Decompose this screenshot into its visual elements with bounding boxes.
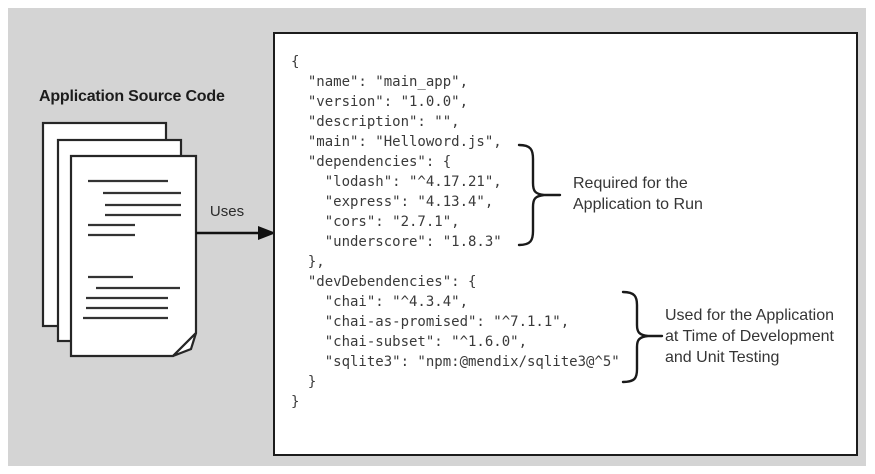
code-line: "main": "Helloword.js", <box>291 134 502 150</box>
code-line: "lodash": "^4.17.21", <box>291 174 502 190</box>
code-line: "chai-subset": "^1.6.0", <box>291 334 528 350</box>
code-line: "version": "1.0.0", <box>291 94 469 110</box>
code-line: "chai-as-promised": "^7.1.1", <box>291 314 570 330</box>
code-line: "cors": "2.7.1", <box>291 214 460 230</box>
uses-arrow-icon <box>196 226 276 240</box>
code-line: } <box>291 374 317 390</box>
document-stack-icon <box>41 121 198 358</box>
code-line: "underscore": "1.8.3" <box>291 234 502 250</box>
dependencies-brace-icon <box>517 143 562 247</box>
code-line: }, <box>291 254 325 270</box>
code-line: { <box>291 54 300 70</box>
annotation-line: Application to Run <box>573 196 703 213</box>
code-line: "sqlite3": "npm:@mendix/sqlite3@^5" <box>291 354 620 370</box>
code-box <box>273 32 858 456</box>
code-line: } <box>291 394 300 410</box>
uses-arrow-label: Uses <box>209 203 245 220</box>
annotation-line: Used for the Application <box>665 307 834 324</box>
dependencies-annotation: Required for the Application to Run <box>573 173 703 215</box>
dev-dependencies-annotation: Used for the Application at Time of Deve… <box>665 305 834 368</box>
code-line: "name": "main_app", <box>291 74 469 90</box>
annotation-line: at Time of Development <box>665 328 834 345</box>
annotation-line: and Unit Testing <box>665 349 780 366</box>
code-line: "chai": "^4.3.4", <box>291 294 469 310</box>
code-line: "description": "", <box>291 114 460 130</box>
code-line: "express": "4.13.4", <box>291 194 494 210</box>
diagram-panel: Application Source Code <box>8 8 866 466</box>
dev-dependencies-brace-icon <box>621 290 664 384</box>
package-json-code: { "name": "main_app", "version": "1.0.0"… <box>291 52 620 412</box>
source-stack-label: Application Source Code <box>39 88 225 105</box>
annotation-line: Required for the <box>573 175 688 192</box>
code-line: "dependencies": { <box>291 154 452 170</box>
code-line: "devDebendencies": { <box>291 274 477 290</box>
